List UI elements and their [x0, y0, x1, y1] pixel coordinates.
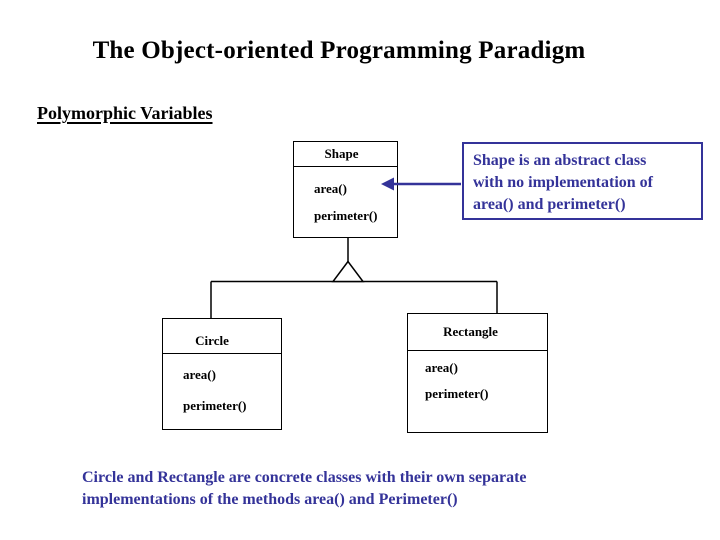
circle-method-area: area() [183, 367, 216, 382]
rectangle-method-perimeter: perimeter() [425, 386, 489, 401]
page-title: The Object-oriented Programming Paradigm [92, 37, 586, 64]
circle-method-perimeter: perimeter() [183, 398, 247, 413]
annotation-line-3: area() and perimeter() [473, 196, 626, 213]
circle-class-box: Circle area() perimeter() [162, 318, 282, 430]
annotation-box: Shape is an abstract class with no imple… [462, 142, 703, 220]
shape-class-box: Shape area() perimeter() [293, 141, 398, 238]
shape-method-area: area() [314, 181, 347, 196]
shape-class-name: Shape [294, 142, 397, 167]
subtitle-polymorphic-variables: Polymorphic Variables [37, 103, 213, 123]
rectangle-class-box: Rectangle area() perimeter() [407, 313, 548, 433]
annotation-line-2: with no implementation of [473, 174, 653, 191]
annotation-line-1: Shape is an abstract class [473, 152, 647, 169]
caption-line-2: implementations of the methods area() an… [82, 491, 458, 508]
rectangle-class-name: Rectangle [408, 314, 547, 351]
rectangle-method-area: area() [425, 360, 458, 375]
generalization-triangle-icon [331, 260, 365, 283]
caption: Circle and Rectangle are concrete classe… [82, 467, 527, 511]
circle-class-name: Circle [163, 319, 281, 354]
caption-line-1: Circle and Rectangle are concrete classe… [82, 469, 527, 486]
shape-method-perimeter: perimeter() [314, 208, 378, 223]
